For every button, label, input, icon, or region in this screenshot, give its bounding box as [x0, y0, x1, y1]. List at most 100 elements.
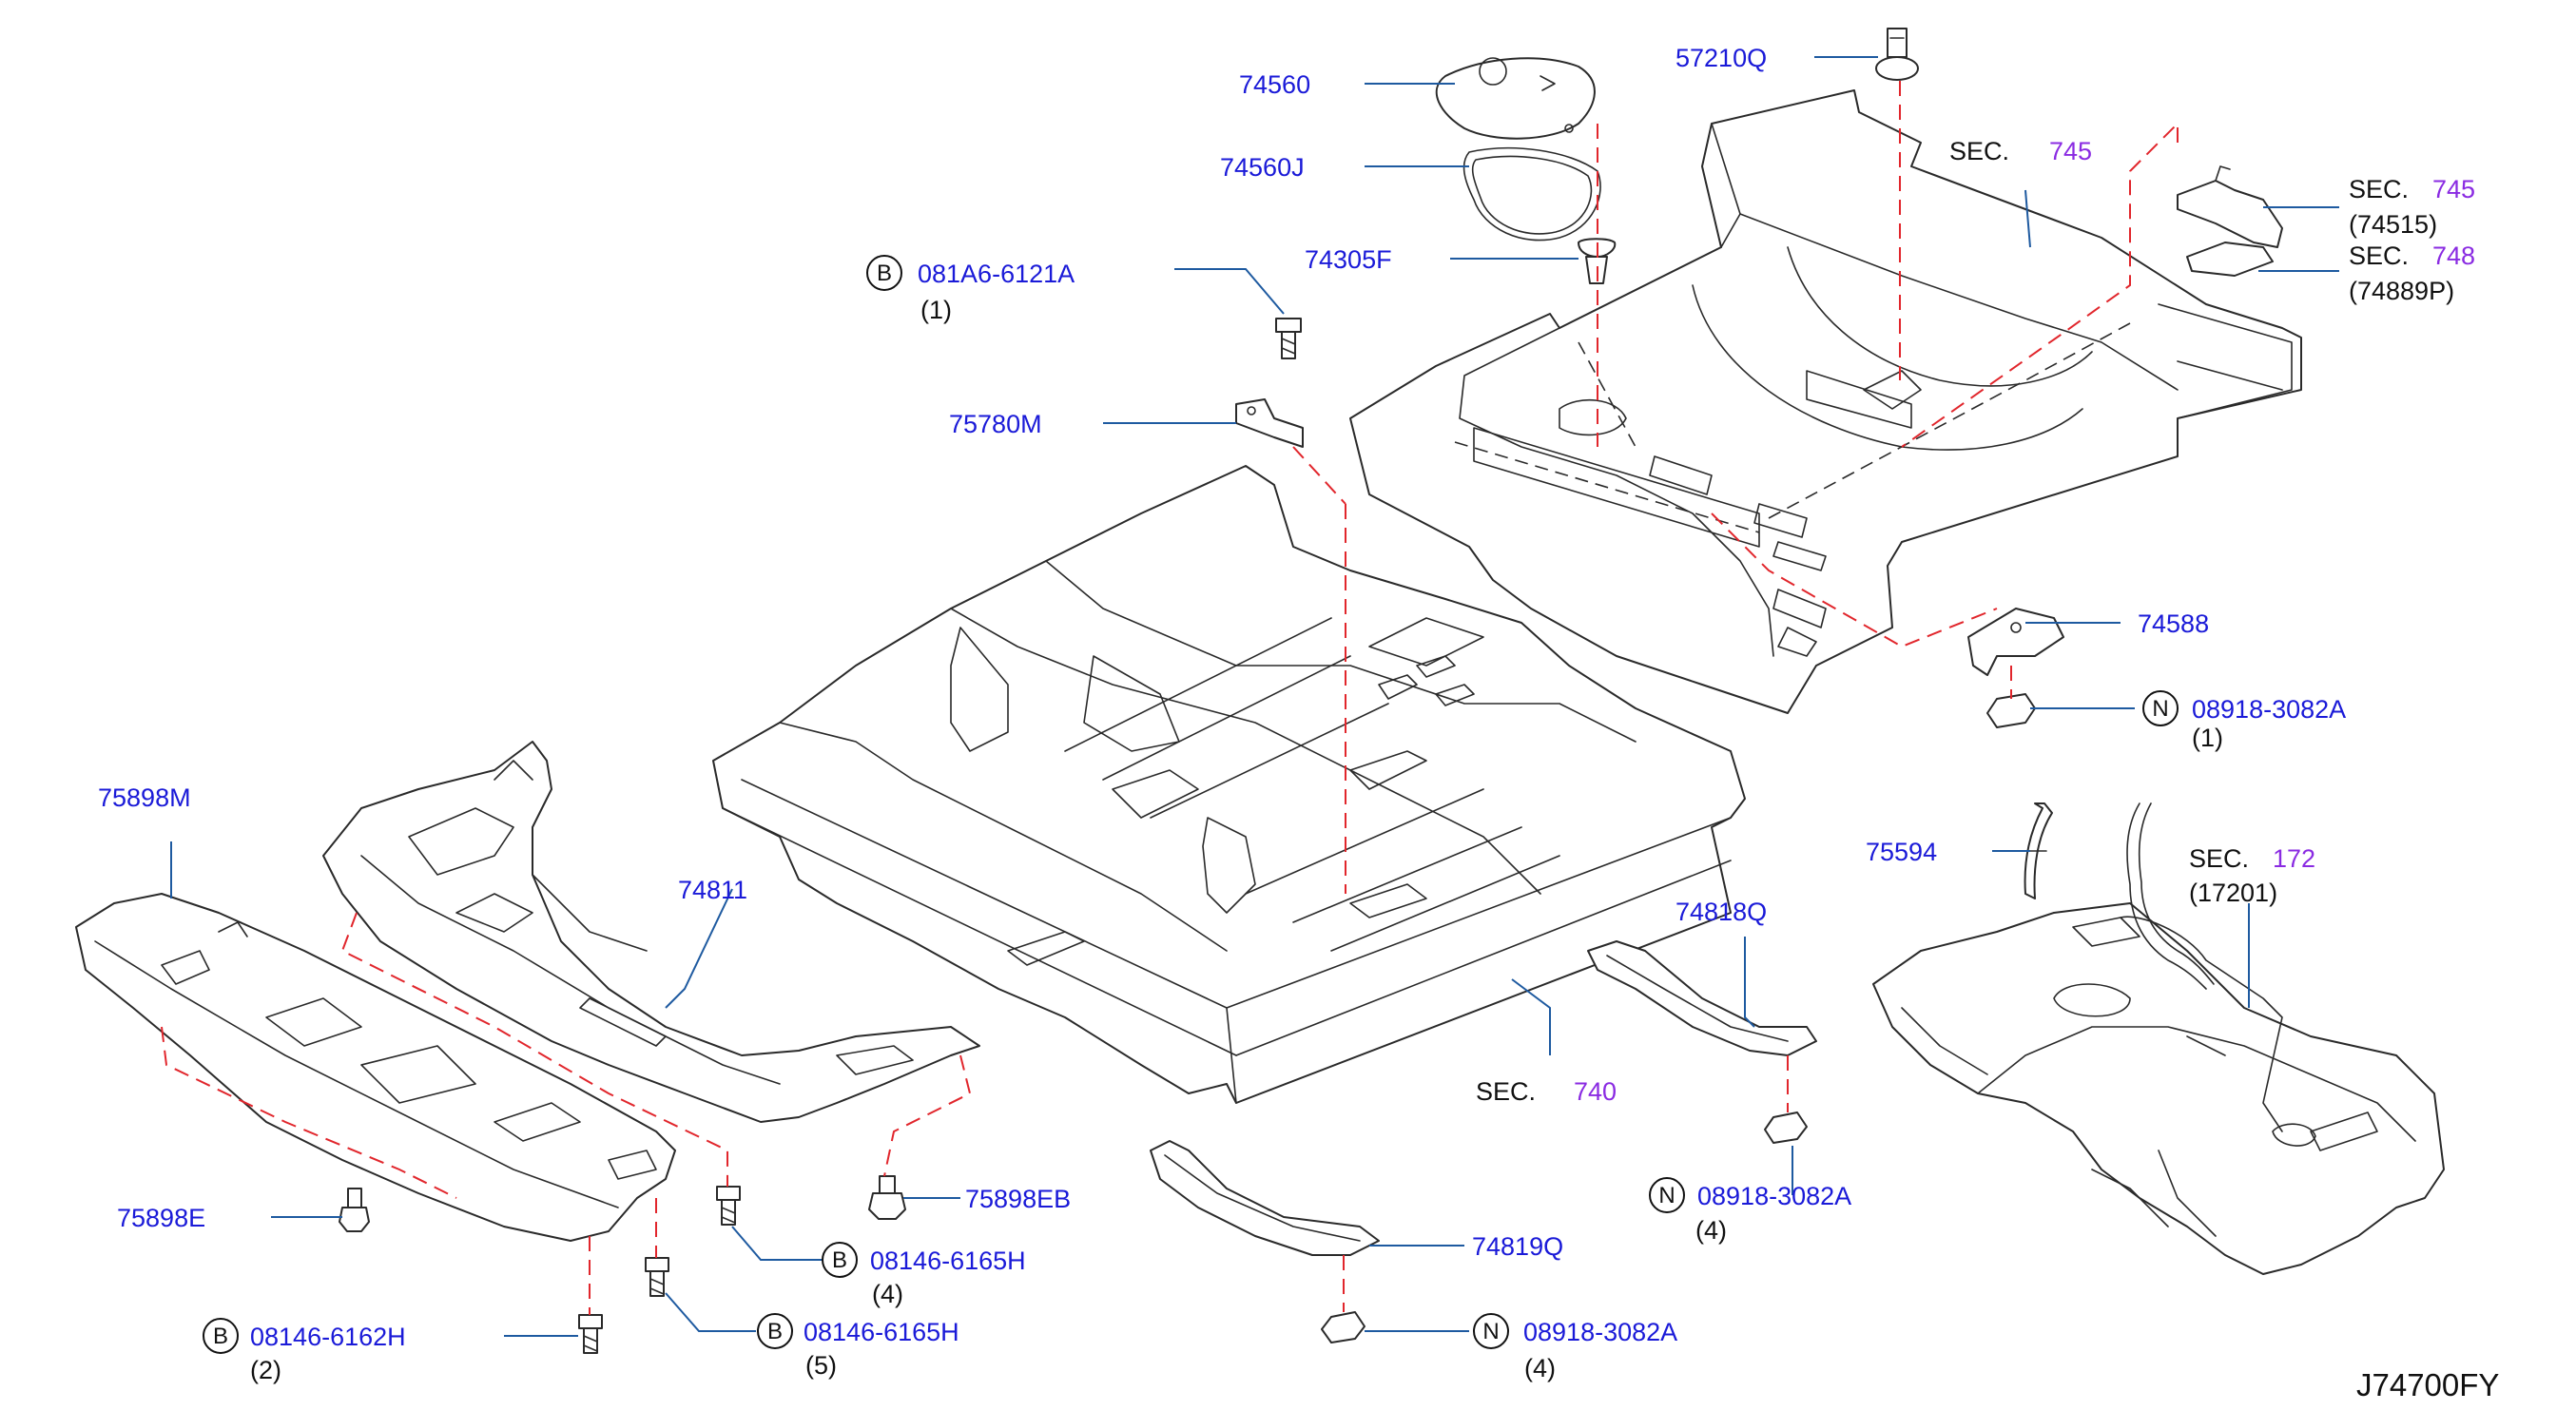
- callout-08918-3082a-1: N 08918-3082A (1): [2142, 690, 2346, 752]
- member-74819q: [1150, 1140, 1380, 1256]
- cover-74560: [1435, 57, 1596, 140]
- rear-floor-panel: [1349, 89, 2302, 714]
- part-number: 08918-3082A: [1697, 1182, 1851, 1210]
- quantity: (5): [805, 1351, 837, 1380]
- nut-74818q: [1764, 1111, 1808, 1144]
- part-number: 08918-3082A: [1523, 1318, 1677, 1346]
- b-circle-icon: [866, 255, 902, 291]
- callout-08146-6165h-4: B 08146-6165H (4): [822, 1242, 1026, 1308]
- part-number: 08918-3082A: [2192, 695, 2346, 724]
- callout-sec-748-74889p: SEC. 748 (74889P): [2349, 242, 2475, 305]
- sec-number: 172: [2273, 844, 2315, 873]
- callout-74819q: 74819Q: [1472, 1232, 1563, 1261]
- b-circle-icon: [203, 1318, 239, 1354]
- prefix-letter: B: [213, 1324, 228, 1349]
- bolt-08146-6165h-a: [716, 1186, 741, 1226]
- sec-ref: (74889P): [2349, 277, 2454, 305]
- quantity: (1): [2192, 724, 2223, 752]
- bolt-08146-6162h: [578, 1314, 603, 1354]
- part-number: 08146-6165H: [870, 1247, 1026, 1275]
- part-number: 08146-6165H: [804, 1318, 959, 1346]
- callout-08918-3082a-4b: N 08918-3082A (4): [1473, 1313, 1677, 1382]
- n-circle-icon: [1473, 1313, 1509, 1349]
- front-floor-panel: [712, 465, 1746, 1104]
- seal-74560j: [1462, 147, 1601, 242]
- part-number: 74811: [678, 876, 747, 904]
- quantity: (2): [250, 1356, 281, 1384]
- callout-57210q: 57210Q: [1675, 44, 1767, 72]
- callout-75898m: 75898M: [98, 783, 191, 812]
- nut-74819q: [1321, 1311, 1365, 1343]
- part-number: 75898M: [98, 783, 191, 812]
- callout-08918-3082a-4a: N 08918-3082A (4): [1649, 1177, 1851, 1245]
- callout-74818q: 74818Q: [1675, 898, 1767, 926]
- part-number: 74819Q: [1472, 1232, 1563, 1261]
- callout-sec-745: SEC. 745: [1949, 137, 2092, 165]
- bolt-08146-6165h-b: [645, 1257, 669, 1297]
- part-number: 75780M: [949, 410, 1042, 438]
- callout-75898eb: 75898EB: [965, 1185, 1071, 1213]
- part-number: 74305F: [1305, 245, 1392, 274]
- sec-label: SEC.: [2349, 175, 2409, 203]
- callout-74588: 74588: [2138, 609, 2209, 638]
- nut-74588: [1986, 693, 2036, 728]
- under-cover-74811: [322, 741, 980, 1123]
- protector-75594: [2024, 802, 2053, 899]
- diagram-code: J74700FY: [2356, 1367, 2499, 1402]
- bolt-081a6: [1275, 318, 1302, 359]
- quantity: (4): [1695, 1216, 1727, 1245]
- n-circle-icon: [1649, 1177, 1685, 1213]
- sec-label: SEC.: [2349, 242, 2409, 270]
- sec-ref: (74515): [2349, 210, 2437, 239]
- prefix-letter: N: [1658, 1183, 1675, 1208]
- b-circle-icon: [822, 1242, 858, 1278]
- sec-label: SEC.: [1476, 1077, 1536, 1106]
- patch-74889p: [2186, 242, 2274, 277]
- quantity: (4): [1524, 1354, 1556, 1382]
- filler-tube: [2126, 802, 2215, 990]
- part-number: 74560: [1239, 70, 1310, 99]
- bracket-74515: [2177, 165, 2283, 248]
- dashed-guide-lines: [161, 81, 2179, 1315]
- prefix-letter: B: [767, 1319, 783, 1344]
- sec-number: 740: [1574, 1077, 1617, 1106]
- sec-label: SEC.: [2189, 844, 2249, 873]
- callout-75898e: 75898E: [117, 1204, 205, 1232]
- sec-number: 748: [2432, 242, 2475, 270]
- quantity: (4): [872, 1280, 903, 1308]
- under-cover-75898m: [75, 893, 676, 1242]
- quantity: (1): [920, 296, 952, 324]
- part-number: 74818Q: [1675, 898, 1767, 926]
- callout-75780m: 75780M: [949, 410, 1042, 438]
- callout-sec-172-17201: SEC. 172 (17201): [2189, 844, 2315, 907]
- part-number: 57210Q: [1675, 44, 1767, 72]
- callout-75594: 75594: [1866, 838, 1937, 866]
- leader-lines: [170, 56, 2339, 1337]
- part-number: 081A6-6121A: [918, 260, 1075, 288]
- part-number: 75594: [1866, 838, 1937, 866]
- clip-75898eb: [868, 1175, 906, 1220]
- part-number: 74588: [2138, 609, 2209, 638]
- fuel-tank: [1872, 902, 2445, 1275]
- prefix-letter: B: [877, 261, 892, 286]
- prefix-letter: B: [832, 1247, 847, 1273]
- callout-74811: 74811: [678, 876, 747, 904]
- sec-label: SEC.: [1949, 137, 2009, 165]
- callout-74560j: 74560J: [1220, 153, 1305, 182]
- callout-74305f: 74305F: [1305, 245, 1392, 274]
- callout-sec-745-74515: SEC. 745 (74515): [2349, 175, 2475, 239]
- sec-number: 745: [2049, 137, 2092, 165]
- callout-sec-740: SEC. 740: [1476, 1077, 1617, 1106]
- bracket-75780m: [1235, 398, 1304, 448]
- callout-08146-6162h-2: B 08146-6162H (2): [203, 1318, 406, 1384]
- part-number: 75898EB: [965, 1185, 1071, 1213]
- callout-081a6-6121a: B 081A6-6121A (1): [866, 255, 1075, 324]
- bracket-74588: [1967, 608, 2064, 676]
- sec-number: 745: [2432, 175, 2475, 203]
- n-circle-icon: [2142, 690, 2179, 726]
- sec-ref: (17201): [2189, 879, 2277, 907]
- member-74818q: [1587, 940, 1817, 1056]
- clip-75898e: [339, 1188, 370, 1232]
- grommet-57210q: [1875, 28, 1919, 81]
